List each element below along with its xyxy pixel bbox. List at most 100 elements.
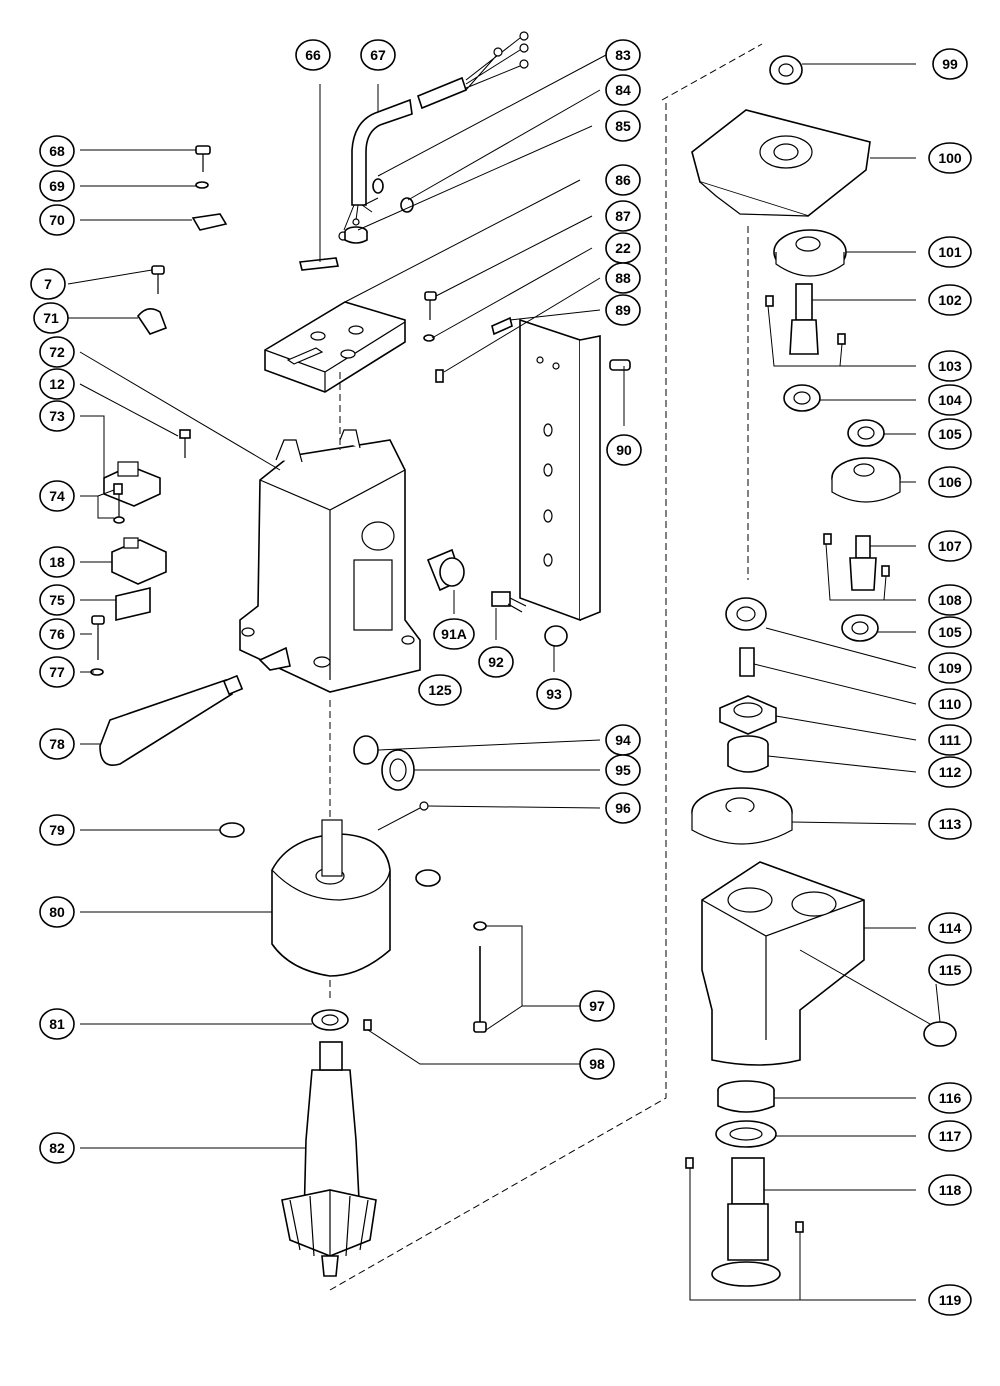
switch-parts xyxy=(90,461,167,676)
svg-text:107: 107 xyxy=(938,538,962,554)
shaft-107 xyxy=(823,533,890,591)
callout-110: 110 xyxy=(928,688,972,720)
callout-109: 109 xyxy=(928,652,972,684)
svg-text:99: 99 xyxy=(942,56,958,72)
callout-117: 117 xyxy=(928,1120,972,1152)
label-66 xyxy=(299,257,339,271)
gear-106 xyxy=(831,457,901,503)
callout-67: 67 xyxy=(360,39,396,71)
svg-text:85: 85 xyxy=(615,118,631,134)
svg-text:117: 117 xyxy=(939,1128,962,1144)
housing-125 xyxy=(239,429,421,693)
svg-text:88: 88 xyxy=(615,270,631,286)
svg-text:102: 102 xyxy=(938,292,962,308)
callout-113: 113 xyxy=(928,808,972,840)
callout-119: 119 xyxy=(928,1284,972,1316)
crankshaft-118 xyxy=(685,1157,804,1287)
callout-89: 89 xyxy=(605,294,641,326)
svg-text:7: 7 xyxy=(44,276,52,292)
callout-70: 70 xyxy=(39,204,75,236)
side-plate-90 xyxy=(519,318,631,622)
svg-text:66: 66 xyxy=(305,47,321,63)
crank-housing-114 xyxy=(701,861,865,1066)
callout-22: 22 xyxy=(605,232,641,264)
svg-text:74: 74 xyxy=(49,488,65,504)
leader-lines xyxy=(67,43,941,1301)
callout-85: 85 xyxy=(605,110,641,142)
screws-small xyxy=(137,145,444,458)
callout-12: 12 xyxy=(39,368,75,400)
callout-75: 75 xyxy=(39,584,75,616)
part-drawings xyxy=(90,31,957,1287)
svg-text:118: 118 xyxy=(939,1182,962,1198)
callout-118: 118 xyxy=(928,1174,972,1206)
callout-101: 101 xyxy=(928,236,972,268)
svg-text:68: 68 xyxy=(49,143,65,159)
callout-74: 74 xyxy=(39,480,75,512)
callout-82: 82 xyxy=(39,1132,75,1164)
svg-text:87: 87 xyxy=(615,208,631,224)
callout-93: 93 xyxy=(536,678,572,710)
callout-77: 77 xyxy=(39,656,75,688)
svg-text:83: 83 xyxy=(615,47,631,63)
callout-86: 86 xyxy=(605,164,641,196)
callout-90: 90 xyxy=(606,434,642,466)
svg-text:113: 113 xyxy=(939,816,962,832)
callout-69: 69 xyxy=(39,170,75,202)
callout-112: 112 xyxy=(928,756,972,788)
callout-87: 87 xyxy=(605,200,641,232)
cover-plate-86 xyxy=(264,301,406,393)
callout-92: 92 xyxy=(478,646,514,678)
screw-115 xyxy=(799,949,957,1047)
pin-89 xyxy=(491,316,513,336)
bearing-117 xyxy=(715,1120,777,1148)
svg-text:106: 106 xyxy=(938,474,962,490)
bolts-97 xyxy=(473,921,487,1033)
callout-68: 68 xyxy=(39,135,75,167)
svg-text:114: 114 xyxy=(939,920,962,936)
callout-97: 97 xyxy=(579,990,615,1022)
ring-116 xyxy=(717,1080,775,1113)
svg-text:77: 77 xyxy=(49,664,65,680)
svg-text:93: 93 xyxy=(546,686,562,702)
callout-105b: 105 xyxy=(928,616,972,648)
svg-text:115: 115 xyxy=(939,962,962,978)
svg-text:67: 67 xyxy=(370,47,386,63)
callout-94: 94 xyxy=(605,724,641,756)
callout-100: 100 xyxy=(928,142,972,174)
svg-text:104: 104 xyxy=(938,392,962,408)
svg-text:101: 101 xyxy=(938,244,962,260)
power-cord-67 xyxy=(338,31,529,241)
callout-115: 115 xyxy=(928,954,972,986)
callout-84: 84 xyxy=(605,74,641,106)
svg-text:125: 125 xyxy=(428,682,452,698)
svg-text:98: 98 xyxy=(589,1056,605,1072)
gear-113 xyxy=(691,787,793,845)
svg-text:84: 84 xyxy=(615,82,631,98)
callout-78: 78 xyxy=(39,728,75,760)
sleeve-112 xyxy=(727,735,769,773)
svg-text:103: 103 xyxy=(938,358,962,374)
svg-text:12: 12 xyxy=(49,376,65,392)
svg-text:91A: 91A xyxy=(441,626,467,642)
callout-81: 81 xyxy=(39,1008,75,1040)
callout-103: 103 xyxy=(928,350,972,382)
o-ring-94 xyxy=(353,735,379,765)
callout-71: 71 xyxy=(33,302,69,334)
svg-text:79: 79 xyxy=(49,822,65,838)
callout-98: 98 xyxy=(579,1048,615,1080)
pin-98 xyxy=(363,1019,372,1031)
callout-102: 102 xyxy=(928,284,972,316)
callout-18: 18 xyxy=(39,546,75,578)
svg-text:116: 116 xyxy=(939,1090,962,1106)
svg-text:75: 75 xyxy=(49,592,65,608)
svg-text:100: 100 xyxy=(938,150,962,166)
svg-text:71: 71 xyxy=(43,310,59,326)
svg-text:78: 78 xyxy=(49,736,65,752)
svg-text:69: 69 xyxy=(49,178,65,194)
callout-76: 76 xyxy=(39,618,75,650)
svg-text:112: 112 xyxy=(939,764,962,780)
svg-text:86: 86 xyxy=(615,172,631,188)
svg-text:70: 70 xyxy=(49,212,65,228)
callout-7: 7 xyxy=(30,268,66,300)
